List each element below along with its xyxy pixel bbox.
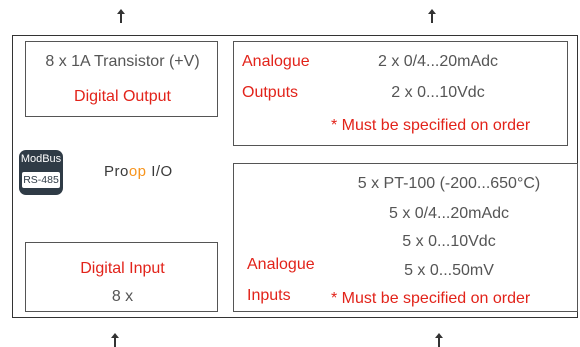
analogue-outputs-title-line1: Analogue <box>242 53 310 70</box>
arrow-up-icon-bottom-right <box>434 333 444 347</box>
analogue-input-spec: 5 x 0...10Vdc <box>402 233 496 250</box>
analogue-inputs-box: 5 x PT-100 (-200...650°C) 5 x 0/4...20mA… <box>233 163 578 312</box>
analogue-output-spec: 2 x 0/4...20mAdc <box>377 53 499 70</box>
analogue-inputs-title-line1: Analogue <box>247 256 315 273</box>
arrow-up-icon-top-left <box>116 9 126 23</box>
digital-input-box: Digital Input 8 x <box>25 242 218 312</box>
analogue-output-spec: 2 x 0...10Vdc <box>391 84 485 101</box>
arrow-up-icon-bottom-left <box>110 333 120 347</box>
analogue-outputs-note: * Must be specified on order <box>331 117 531 134</box>
analogue-input-spec: 5 x 0/4...20mAdc <box>388 205 510 222</box>
analogue-input-spec: 5 x 0...50mV <box>404 262 494 279</box>
modbus-label: ModBus <box>20 153 62 165</box>
digital-input-spec: 8 x <box>111 288 134 305</box>
digital-output-spec: 8 x 1A Transistor (+V) <box>45 53 200 70</box>
analogue-outputs-title-line2: Outputs <box>242 84 299 101</box>
digital-output-box: 8 x 1A Transistor (+V) Digital Output <box>25 41 218 117</box>
logo-accent: op <box>128 163 147 180</box>
digital-output-title: Digital Output <box>74 88 171 105</box>
analogue-input-spec: 5 x PT-100 (-200...650°C) <box>357 175 541 192</box>
modbus-badge: ModBus RS-485 <box>19 150 63 195</box>
logo-suffix: I/O <box>146 163 173 180</box>
logo-prefix: Pro <box>104 163 129 180</box>
proop-io-logo: Proop I/O <box>104 163 173 181</box>
rs485-label: RS-485 <box>22 172 60 188</box>
arrow-up-icon-top-right <box>427 9 437 23</box>
analogue-inputs-title-line2: Inputs <box>247 287 291 304</box>
digital-input-title: Digital Input <box>80 260 165 277</box>
analogue-inputs-note: * Must be specified on order <box>331 290 531 307</box>
analogue-outputs-box: Analogue Outputs 2 x 0/4...20mAdc 2 x 0.… <box>233 41 568 146</box>
